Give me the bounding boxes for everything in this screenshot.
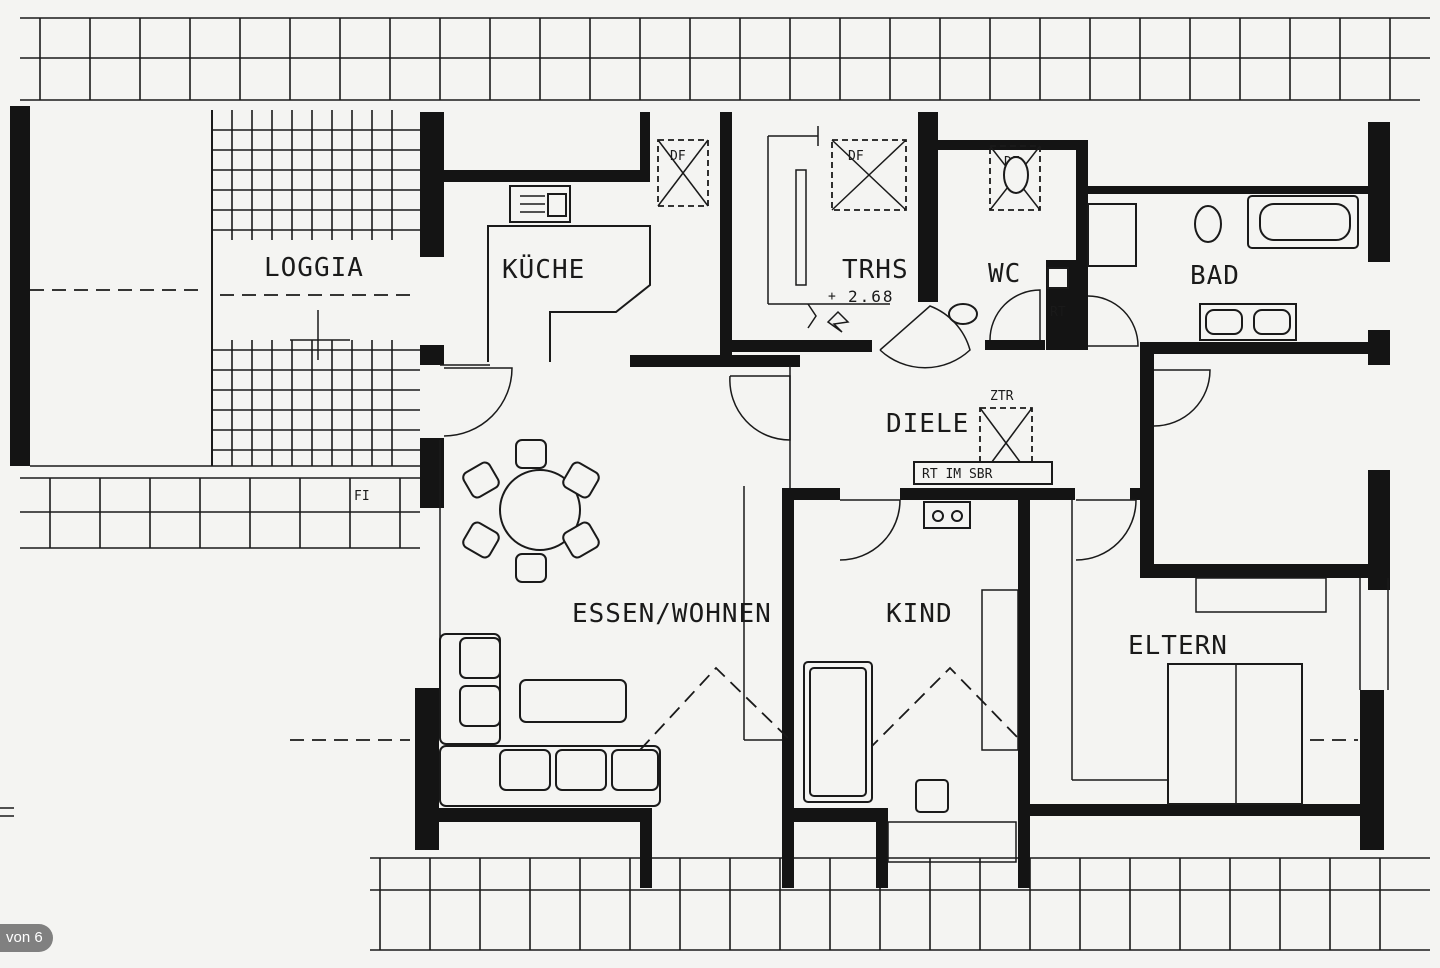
wall-east-bottom	[1360, 690, 1384, 850]
skylight-kitchen: DF	[657, 139, 709, 207]
room-loggia: LOGGIA	[264, 253, 364, 283]
wc-toilet	[1003, 156, 1029, 194]
wall-wc-east	[1076, 140, 1088, 350]
room-bad: BAD	[1190, 261, 1240, 291]
kind-wardrobe	[981, 589, 1019, 751]
door-kind	[839, 499, 901, 561]
wall-kitchen-diele	[630, 355, 800, 367]
wall-south-step4	[1018, 808, 1030, 888]
rt-im-sbr-label: RT IM SBR	[922, 467, 993, 482]
wc-sink	[948, 303, 978, 325]
room-kind: KIND	[886, 599, 953, 629]
wall-south-living	[430, 808, 640, 822]
rt-im-sbr-box	[913, 461, 1053, 485]
bottom-terrace-grid	[370, 857, 1430, 951]
dining-set	[462, 439, 600, 583]
wall-loggia-west	[10, 106, 30, 466]
wall-south-step2	[782, 808, 794, 888]
door-kitchen	[729, 375, 791, 441]
door-trhs	[879, 305, 971, 369]
door-eltern	[1075, 499, 1137, 561]
door-bad	[1087, 295, 1139, 347]
kitchen-counter	[487, 225, 651, 362]
bad-toilet	[1194, 205, 1222, 243]
room-trhs: TRHS	[842, 255, 909, 285]
window-arrow-kind	[867, 666, 1021, 751]
room-diele: DIELE	[886, 409, 969, 439]
wall-eltern-closet-bottom	[1140, 564, 1370, 578]
wall-south-step1	[640, 808, 652, 888]
door-living-loggia	[443, 367, 513, 437]
df-label-1: DF	[670, 149, 686, 164]
fi-label: FI	[354, 489, 370, 504]
wall-west-mid	[420, 345, 444, 365]
door-closet	[1153, 369, 1211, 427]
top-terrace-grid	[20, 17, 1430, 101]
df-label-2: DF	[848, 149, 864, 164]
wall-east-upper	[1368, 122, 1390, 262]
wall-east-lower	[1368, 470, 1390, 590]
kind-radiator	[923, 501, 971, 529]
eltern-bed	[1167, 663, 1303, 805]
wall-kitchen-top	[444, 170, 644, 182]
wall-trhs-south	[732, 340, 872, 352]
page-counter-badge: von 6	[0, 924, 53, 952]
wall-west-upper	[420, 112, 444, 257]
room-eltern: ELTERN	[1128, 631, 1228, 661]
wall-eltern-closet	[1140, 342, 1154, 568]
wall-kind-west	[782, 488, 794, 808]
room-wc: WC	[988, 259, 1021, 289]
wall-bad-top	[1088, 186, 1368, 194]
ztr-label: ZTR	[990, 389, 1014, 404]
window-arrow-living	[639, 666, 791, 751]
wall-east-mid	[1368, 330, 1390, 365]
door-wc	[989, 289, 1041, 341]
skylight-trhs: DF	[831, 139, 907, 211]
height-plus: +	[828, 289, 836, 304]
rt-label: RT	[1050, 305, 1066, 320]
wall-trhs-wc	[918, 112, 938, 302]
height-marker: 2.68	[848, 287, 895, 306]
loggia-lower-grid	[20, 477, 420, 549]
loggia-tiles	[212, 110, 420, 466]
wall-west-bottom	[415, 688, 439, 850]
room-kueche: KÜCHE	[502, 253, 585, 285]
sofa-set	[439, 633, 661, 807]
wall-kitchen-east	[720, 112, 732, 362]
kind-chair	[915, 779, 949, 813]
wall-south-step3	[876, 808, 888, 888]
wall-kind-north	[900, 488, 1075, 500]
coffee-table	[519, 679, 627, 723]
wall-south-kind	[794, 808, 884, 822]
stairs-trhs	[767, 126, 890, 333]
wall-kind-east	[1018, 488, 1030, 808]
wall-wc-top	[938, 140, 1078, 150]
eltern-dresser	[1195, 577, 1327, 613]
room-essen-wohnen: ESSEN/WOHNEN	[572, 599, 772, 629]
bad-washer	[1087, 203, 1137, 267]
wall-bad-south	[1140, 342, 1370, 354]
wall-south-eltern	[1030, 804, 1370, 816]
